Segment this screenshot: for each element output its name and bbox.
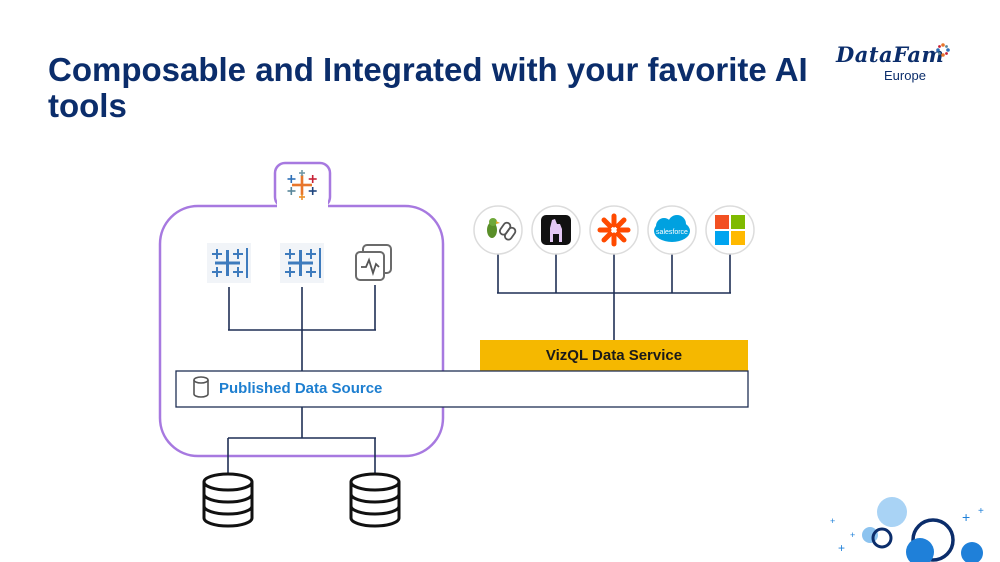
tableau-icon — [287, 170, 317, 200]
tableau-workbook-icon — [280, 243, 324, 283]
vizql-data-service-label: VizQL Data Service — [545, 347, 683, 364]
langchain-icon — [473, 205, 523, 255]
ai-tool-connectors — [497, 254, 731, 340]
svg-text:+: + — [978, 506, 984, 517]
pulse-metric-icon — [355, 244, 392, 281]
slide-title: Composable and Integrated with your favo… — [48, 51, 808, 124]
published-data-source-box — [175, 370, 749, 408]
salesforce-text: salesforce — [656, 229, 688, 236]
salesforce-icon: salesforce — [647, 205, 697, 255]
svg-text:+: + — [962, 509, 970, 525]
datafam-logo: DataFam — [836, 42, 945, 67]
published-data-source-label: Published Data Source — [219, 380, 383, 397]
datafam-logo-region: Europe — [884, 68, 926, 83]
tableau-workbook-icon — [207, 243, 251, 283]
data-source-cylinder-icon — [193, 376, 209, 398]
database-connectors — [227, 407, 376, 474]
decorative-circles: + + + + + — [830, 497, 984, 562]
microsoft-icon — [705, 205, 755, 255]
content-connectors — [228, 285, 376, 372]
llamaindex-icon — [531, 205, 581, 255]
database-icon — [202, 472, 254, 528]
svg-text:+: + — [850, 530, 855, 540]
logo-sparkle-icon — [936, 43, 950, 57]
zapier-icon — [589, 205, 639, 255]
database-icon — [349, 472, 401, 528]
svg-text:+: + — [830, 516, 835, 526]
vizql-data-service-box — [480, 340, 748, 371]
svg-text:+: + — [838, 541, 845, 555]
